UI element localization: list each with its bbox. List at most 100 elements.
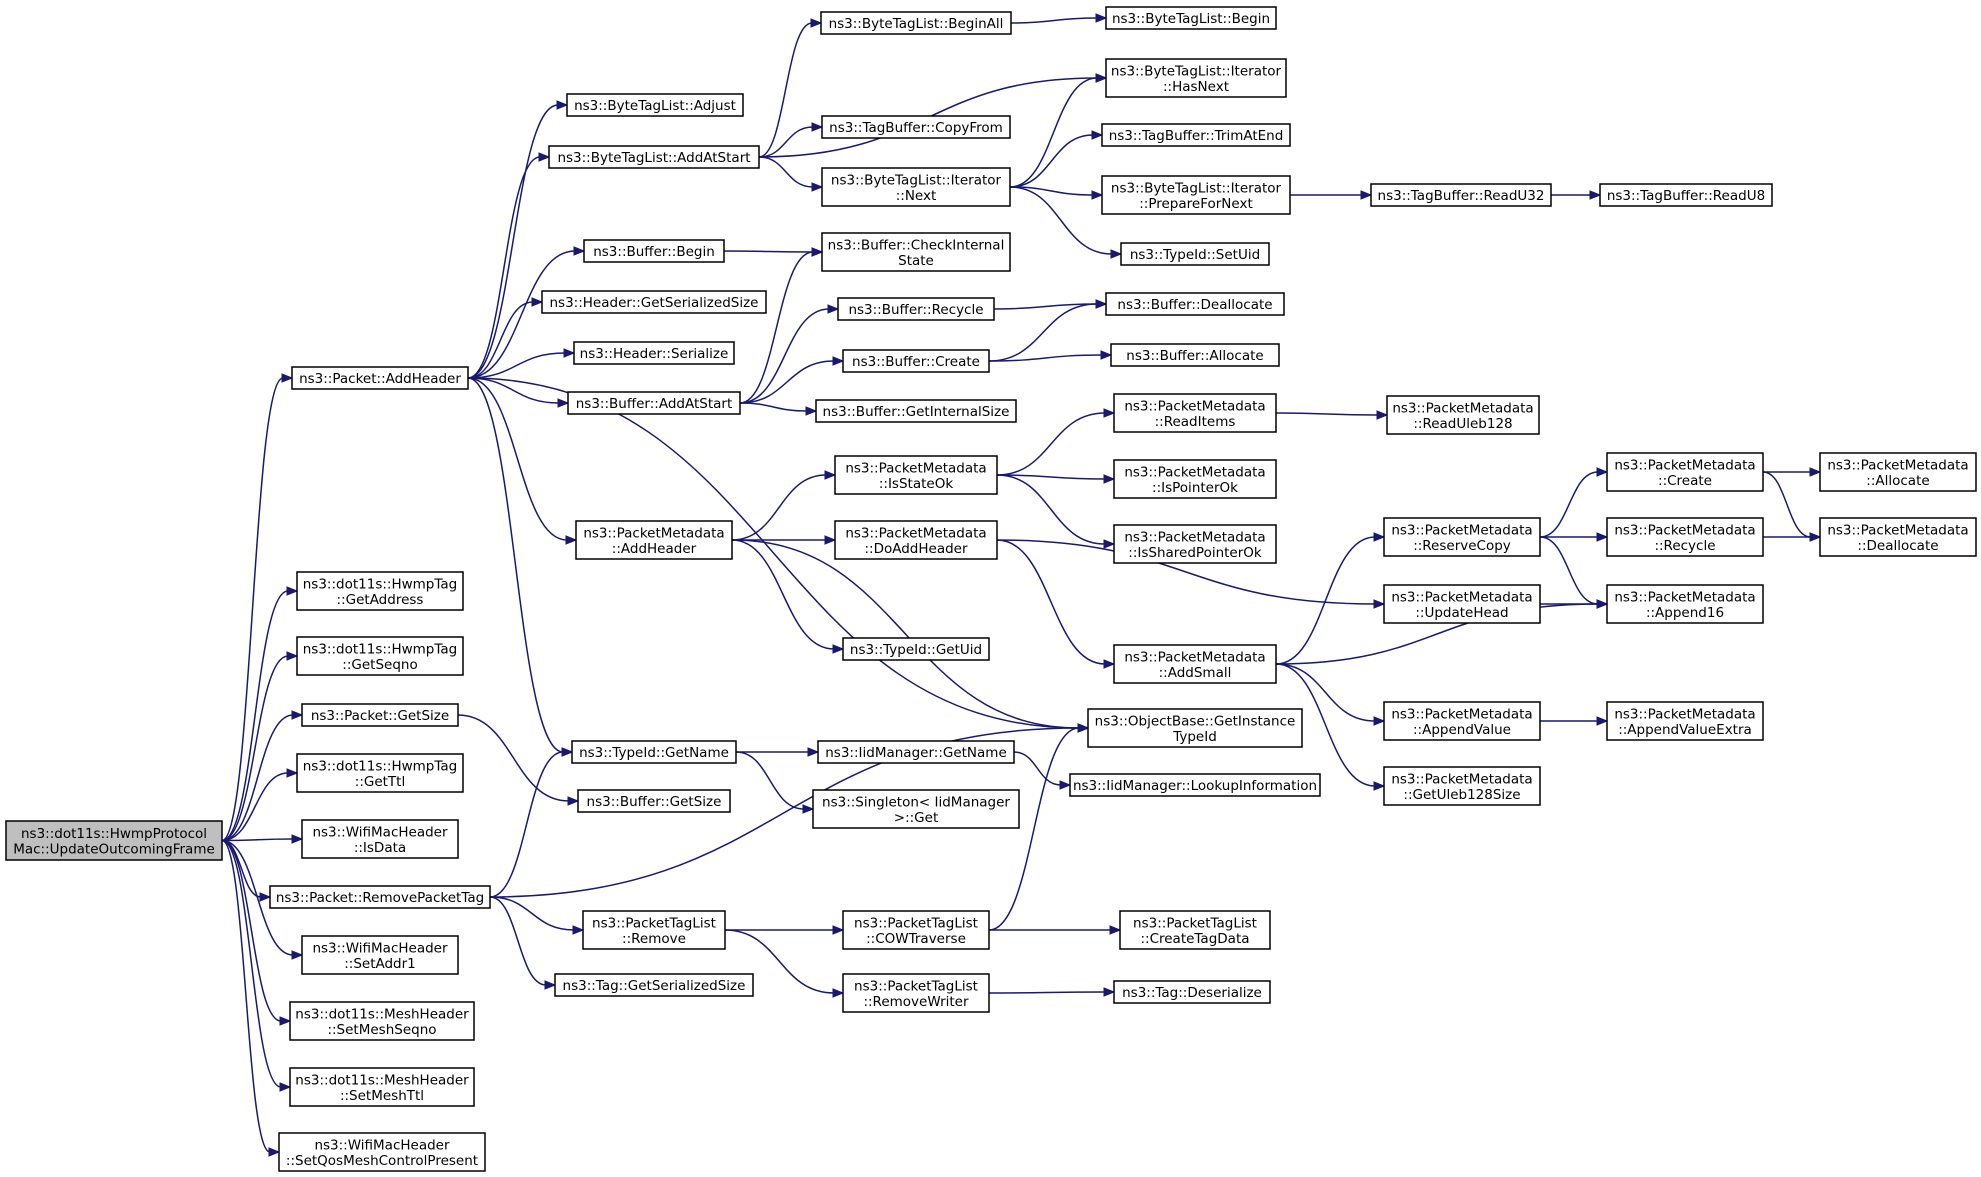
edge-line xyxy=(988,991,1106,994)
node-mesh_setttl[interactable]: ns3::dot11s::MeshHeader::SetMeshTtl xyxy=(289,1067,475,1107)
node-tb_trimatend[interactable]: ns3::TagBuffer::TrimAtEnd xyxy=(1101,123,1291,147)
node-ptl_createtagdata[interactable]: ns3::PacketTagList::CreateTagData xyxy=(1119,910,1271,950)
node-hwmptag_getseqno[interactable]: ns3::dot11s::HwmpTag::GetSeqno xyxy=(296,636,464,676)
node-iid_lookupinformation[interactable]: ns3::IidManager::LookupInformation xyxy=(1069,773,1321,797)
edge-line xyxy=(1275,663,1376,722)
node-ptl_cowtraverse[interactable]: ns3::PacketTagList::COWTraverse xyxy=(842,910,990,950)
node-singleton_get[interactable]: ns3::Singleton< IidManager >::Get xyxy=(812,789,1020,829)
node-btli_hasnext[interactable]: ns3::ByteTagList::Iterator::HasNext xyxy=(1105,58,1287,98)
node-typeid_getuid[interactable]: ns3::TypeId::GetUid xyxy=(842,637,990,661)
node-box xyxy=(812,789,1020,829)
node-btli_next[interactable]: ns3::ByteTagList::Iterator::Next xyxy=(821,167,1011,207)
edge-arrowhead xyxy=(807,747,820,757)
node-iid_getname[interactable]: ns3::IidManager::GetName xyxy=(817,740,1015,764)
node-pm_appendvalueextra[interactable]: ns3::PacketMetadata::AppendValueExtra xyxy=(1606,701,1764,741)
node-label-line: ::COWTraverse xyxy=(866,931,966,947)
node-box xyxy=(1119,910,1271,950)
edge-line xyxy=(988,727,1080,931)
edge-pm_addheader-to-typeid_getuid xyxy=(731,539,845,654)
node-tb_copyfrom[interactable]: ns3::TagBuffer::CopyFrom xyxy=(821,115,1011,139)
node-box xyxy=(1113,644,1277,684)
node-label-line: ns3::Packet::RemovePacketTag xyxy=(276,890,484,906)
edge-line xyxy=(489,896,575,931)
node-label-line: ::GetUleb128Size xyxy=(1403,787,1520,803)
node-btli_preparefornext[interactable]: ns3::ByteTagList::Iterator::PrepareForNe… xyxy=(1101,175,1291,215)
node-pk_removepackettag[interactable]: ns3::Packet::RemovePacketTag xyxy=(269,885,491,909)
node-btl_addatstart[interactable]: ns3::ByteTagList::AddAtStart xyxy=(548,145,760,169)
node-btl_beginall[interactable]: ns3::ByteTagList::BeginAll xyxy=(820,11,1012,35)
node-pm_appendvalue[interactable]: ns3::PacketMetadata::AppendValue xyxy=(1383,701,1541,741)
node-label-line: ns3::IidManager::GetName xyxy=(825,745,1007,761)
node-wmh_setaddr1[interactable]: ns3::WifiMacHeader::SetAddr1 xyxy=(301,935,459,975)
node-pm_readuleb128[interactable]: ns3::PacketMetadata::ReadUleb128 xyxy=(1386,395,1540,435)
node-pm_append16[interactable]: ns3::PacketMetadata::Append16 xyxy=(1606,584,1764,624)
node-pm_recycle[interactable]: ns3::PacketMetadata::Recycle xyxy=(1606,517,1764,557)
node-pk_addheader[interactable]: ns3::Packet::AddHeader xyxy=(291,366,469,390)
edge-pk_addheader-to-hdr_serialize xyxy=(467,348,576,379)
edge-btli_next-to-tb_trimatend xyxy=(1009,130,1104,188)
node-pm_deallocate[interactable]: ns3::PacketMetadata::Deallocate xyxy=(1819,517,1977,557)
node-box xyxy=(1113,980,1271,1004)
node-label-line: ns3::PacketTagList xyxy=(592,915,716,931)
node-pm_isstateok[interactable]: ns3::PacketMetadata::IsStateOk xyxy=(834,455,998,495)
node-root[interactable]: ns3::dot11s::HwmpProtocolMac::UpdateOutc… xyxy=(5,820,223,861)
node-label-line: ns3::dot11s::HwmpProtocol xyxy=(21,826,207,842)
node-hdr_serialize[interactable]: ns3::Header::Serialize xyxy=(573,341,735,365)
node-buf_getinternalsize[interactable]: ns3::Buffer::GetInternalSize xyxy=(815,399,1017,423)
node-pm_create[interactable]: ns3::PacketMetadata::Create xyxy=(1606,452,1764,492)
edge-line xyxy=(993,303,1098,310)
edge-pm_addsmall-to-pm_getuleb128size xyxy=(1275,663,1386,791)
edge-line xyxy=(739,402,808,412)
edge-arrowhead xyxy=(1059,780,1072,790)
node-buf_addatstart[interactable]: ns3::Buffer::AddAtStart xyxy=(567,391,741,415)
node-pm_updatehead[interactable]: ns3::PacketMetadata::UpdateHead xyxy=(1383,584,1541,624)
node-pm_allocate[interactable]: ns3::PacketMetadata::Allocate xyxy=(1819,452,1977,492)
node-mesh_setseqno[interactable]: ns3::dot11s::MeshHeader::SetMeshSeqno xyxy=(289,1001,475,1041)
node-hdr_getserializedsize[interactable]: ns3::Header::GetSerializedSize xyxy=(541,290,767,314)
node-label-line: ::Create xyxy=(1658,473,1712,489)
node-buf_recycle[interactable]: ns3::Buffer::Recycle xyxy=(837,297,995,321)
node-buf_begin[interactable]: ns3::Buffer::Begin xyxy=(583,239,725,263)
node-pm_addheader[interactable]: ns3::PacketMetadata::AddHeader xyxy=(575,520,733,560)
node-buf_allocate[interactable]: ns3::Buffer::Allocate xyxy=(1110,343,1280,367)
node-ptl_remove[interactable]: ns3::PacketTagList::Remove xyxy=(582,910,726,950)
node-pm_readitems[interactable]: ns3::PacketMetadata::ReadItems xyxy=(1113,393,1277,433)
node-buf_deallocate[interactable]: ns3::Buffer::Deallocate xyxy=(1105,292,1285,316)
node-buf_getsize[interactable]: ns3::Buffer::GetSize xyxy=(577,789,731,813)
edge-arrowhead xyxy=(805,406,818,416)
node-buf_create[interactable]: ns3::Buffer::Create xyxy=(842,349,990,373)
node-btl_begin[interactable]: ns3::ByteTagList::Begin xyxy=(1105,6,1277,30)
node-hwmptag_getttl[interactable]: ns3::dot11s::HwmpTag::GetTtl xyxy=(296,753,464,793)
node-pm_issharedpointerok[interactable]: ns3::PacketMetadata::IsSharedPointerOk xyxy=(1113,524,1277,564)
node-pm_addsmall[interactable]: ns3::PacketMetadata::AddSmall xyxy=(1113,644,1277,684)
node-label-line: ::AddSmall xyxy=(1159,665,1232,681)
edge-line xyxy=(1013,751,1062,786)
node-ptl_removewriter[interactable]: ns3::PacketTagList::RemoveWriter xyxy=(842,973,990,1013)
node-pm_reservecopy[interactable]: ns3::PacketMetadata::ReserveCopy xyxy=(1383,517,1541,557)
node-hwmptag_getaddress[interactable]: ns3::dot11s::HwmpTag::GetAddress xyxy=(296,571,464,611)
node-wmh_isdata[interactable]: ns3::WifiMacHeader::IsData xyxy=(301,819,459,859)
node-label-line: ns3::ByteTagList::Iterator xyxy=(1111,63,1282,79)
node-pm_getuleb128size[interactable]: ns3::PacketMetadata::GetUleb128Size xyxy=(1383,766,1541,806)
node-btl_adjust[interactable]: ns3::ByteTagList::Adjust xyxy=(566,93,744,117)
node-tb_readu8[interactable]: ns3::TagBuffer::ReadU8 xyxy=(1599,183,1773,207)
node-wmh_setqos[interactable]: ns3::WifiMacHeader::SetQosMeshControlPre… xyxy=(278,1132,486,1172)
node-tag_deserialize[interactable]: ns3::Tag::Deserialize xyxy=(1113,980,1271,1004)
edge-arrowhead xyxy=(1373,781,1386,791)
node-pk_getsize[interactable]: ns3::Packet::GetSize xyxy=(301,703,459,727)
edge-arrowhead xyxy=(810,18,823,28)
node-typeid_setuid[interactable]: ns3::TypeId::SetUid xyxy=(1120,242,1270,266)
node-box xyxy=(548,145,760,169)
node-box xyxy=(554,973,754,997)
node-tb_readu32[interactable]: ns3::TagBuffer::ReadU32 xyxy=(1370,183,1552,207)
node-box xyxy=(842,637,990,661)
edge-arrowhead xyxy=(1109,925,1122,935)
node-typeid_getname[interactable]: ns3::TypeId::GetName xyxy=(571,740,737,764)
node-label-line: ::UpdateHead xyxy=(1415,605,1508,621)
node-box xyxy=(820,11,1012,35)
node-pm_doaddheader[interactable]: ns3::PacketMetadata::DoAddHeader xyxy=(834,520,998,560)
node-tag_getserializedsize[interactable]: ns3::Tag::GetSerializedSize xyxy=(554,973,754,997)
node-pm_ispointerok[interactable]: ns3::PacketMetadata::IsPointerOk xyxy=(1113,459,1277,499)
